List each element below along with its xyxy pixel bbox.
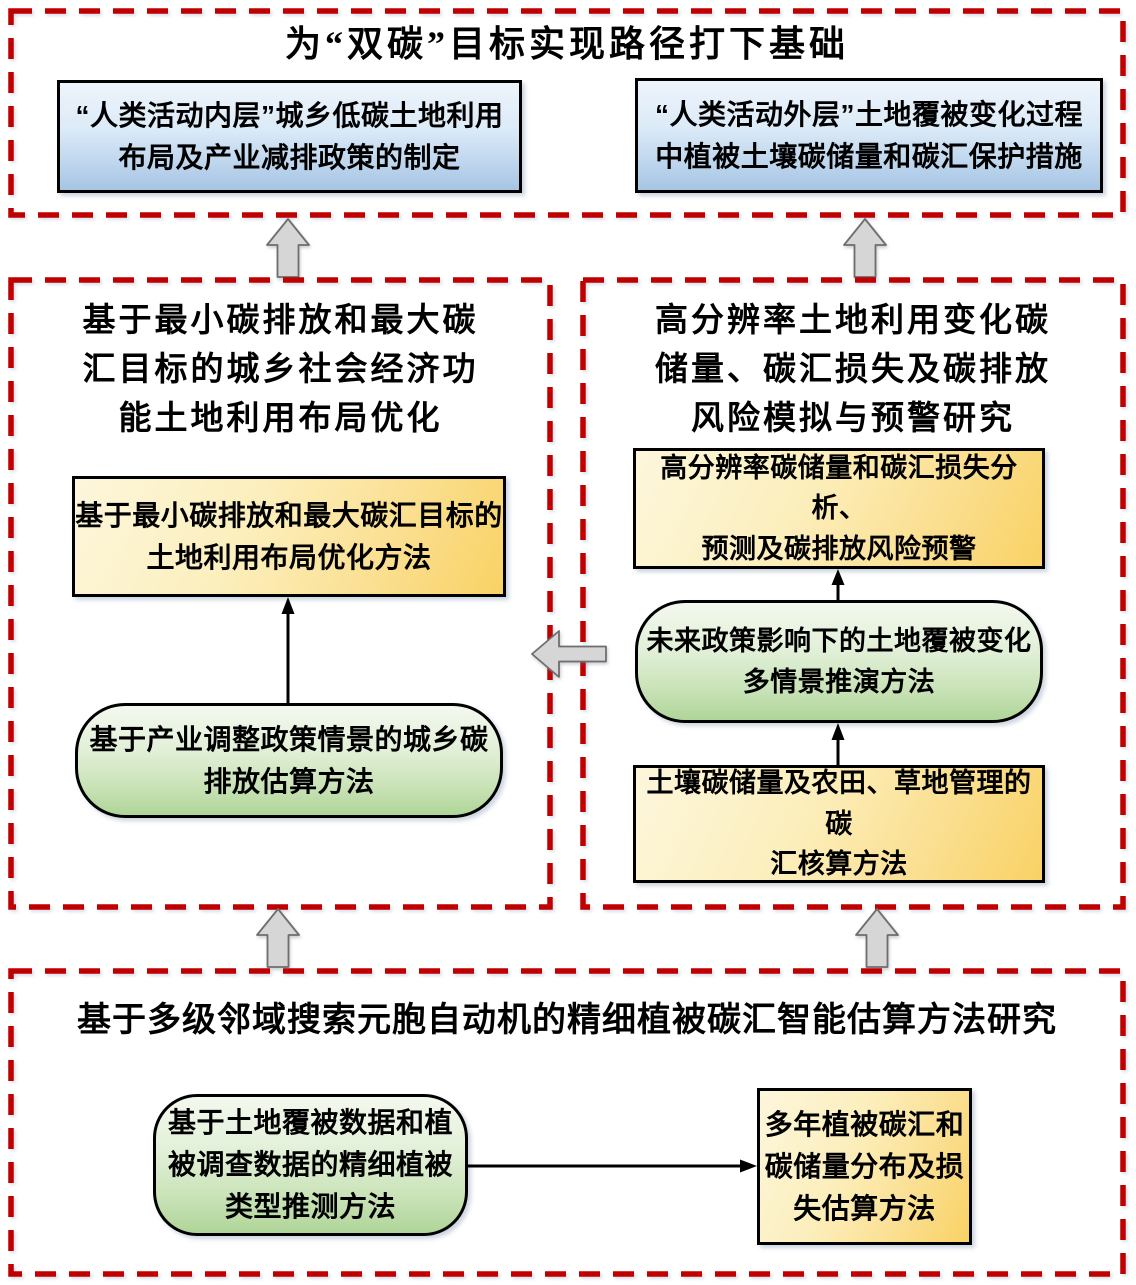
section-landuse-optimization — [8, 277, 553, 910]
section-vegetation-carbon — [8, 968, 1126, 1277]
goal-box-outer-layer: “人类活动外层”土地覆被变化过程 中植被土壤碳储量和碳汇保护措施 — [635, 78, 1103, 193]
method-box-vegetation-inference: 基于土地覆被数据和植 被调查数据的精细植被 类型推测方法 — [153, 1094, 468, 1236]
method-box-carbon-distribution: 多年植被碳汇和 碳储量分布及损 失估算方法 — [757, 1088, 972, 1245]
method-box-scenario-simulation: 未来政策影响下的土地覆被变化 多情景推演方法 — [635, 600, 1043, 723]
method-box-emission-estimation: 基于产业调整政策情景的城乡碳 排放估算方法 — [75, 703, 503, 818]
block-arrow-up-icon — [256, 908, 300, 968]
arrow-up-icon — [831, 723, 845, 765]
section-foundation — [8, 8, 1126, 218]
dashed-red-border — [580, 277, 1126, 910]
block-arrow-left-icon — [531, 630, 607, 678]
block-arrow-up-icon — [855, 908, 899, 968]
method-box-loss-analysis: 高分辨率碳储量和碳汇损失分析、 预测及碳排放风险预警 — [633, 448, 1045, 569]
arrow-up-icon — [831, 569, 845, 602]
dashed-red-border — [8, 968, 1126, 1277]
foundation-title: 为“双碳”目标实现路径打下基础 — [284, 24, 849, 64]
block-arrow-up-icon — [843, 218, 887, 278]
vegetation-carbon-title: 基于多级邻域搜索元胞自动机的精细植被碳汇智能估算方法研究 — [77, 1002, 1057, 1039]
method-box-soil-accounting: 土壤碳储量及农田、草地管理的碳 汇核算方法 — [633, 765, 1045, 883]
landuse-optimization-title: 基于最小碳排放和最大碳 汇目标的城乡社会经济功 能土地利用布局优化 — [82, 303, 479, 437]
risk-simulation-title: 高分辨率土地利用变化碳 储量、碳汇损失及碳排放 风险模拟与预警研究 — [655, 303, 1051, 437]
dashed-red-border — [8, 277, 553, 910]
arrow-up-icon — [281, 597, 295, 703]
arrow-right-icon — [468, 1159, 757, 1173]
goal-box-inner-layer: “人类活动内层”城乡低碳土地利用 布局及产业减排政策的制定 — [57, 80, 522, 193]
dashed-red-border — [8, 8, 1126, 218]
block-arrow-up-icon — [266, 218, 310, 278]
method-box-layout-optimization: 基于最小碳排放和最大碳汇目标的 土地利用布局优化方法 — [72, 476, 506, 597]
section-risk-simulation — [580, 277, 1126, 910]
